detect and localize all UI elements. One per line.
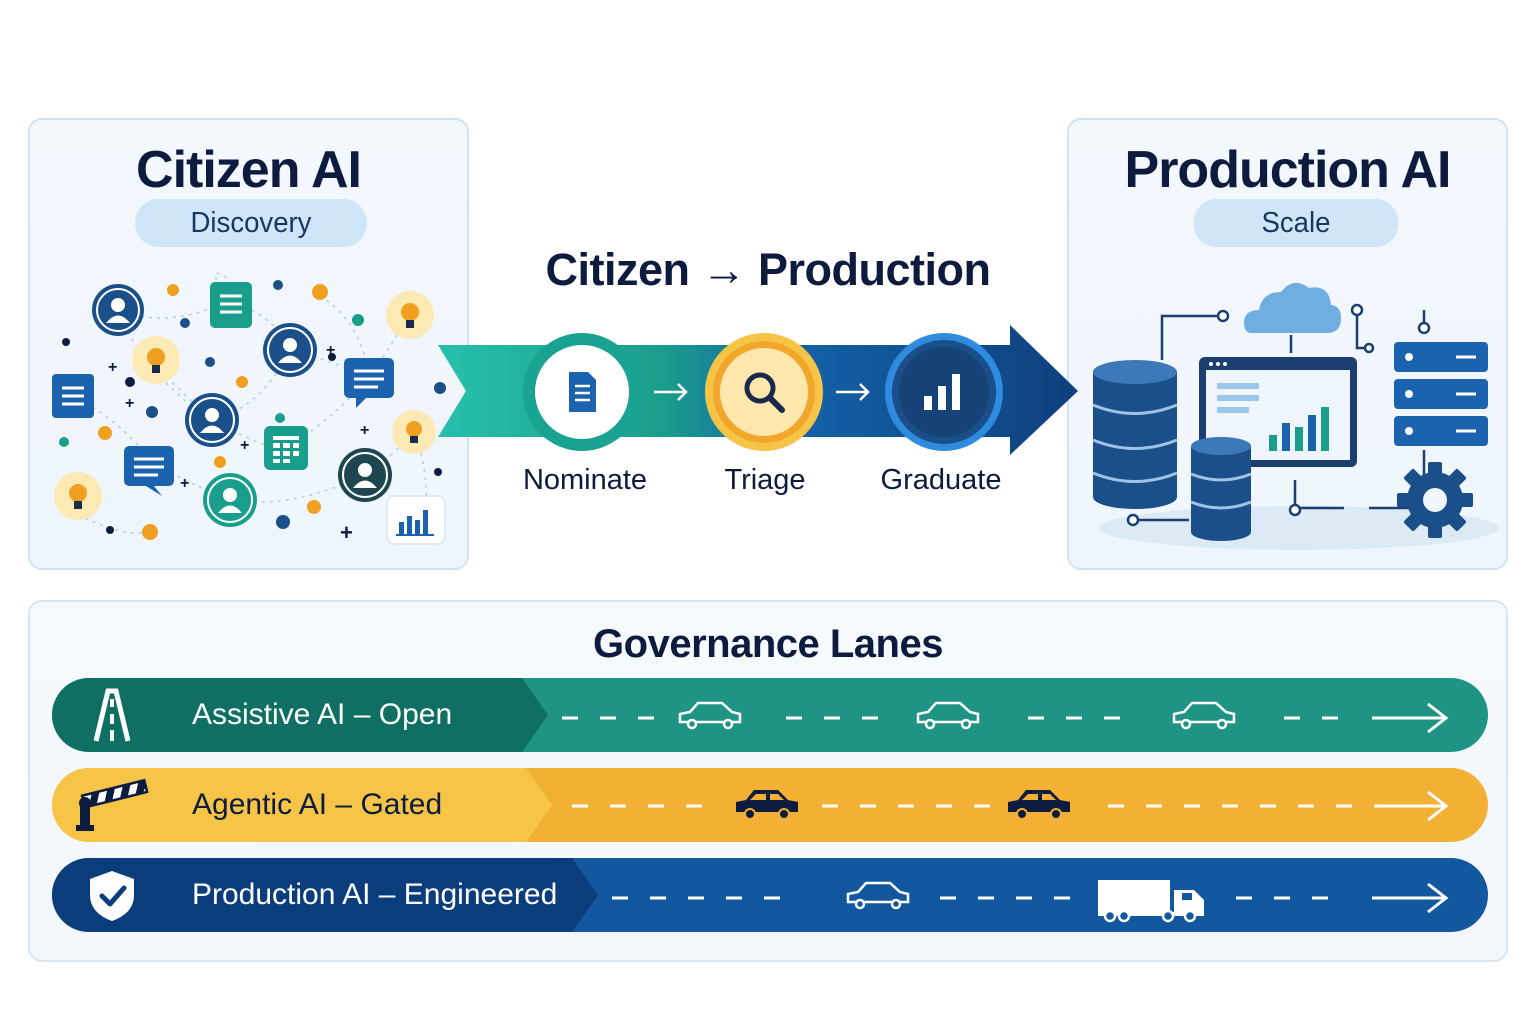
nominate-step-node[interactable] [523, 333, 641, 451]
lane-assistive-ai[interactable]: Assistive AI – Open [52, 678, 1488, 752]
lightbulb-icon [392, 410, 436, 454]
car-icon [846, 881, 910, 910]
triage-label: Triage [724, 464, 806, 496]
svg-text:+: + [108, 359, 117, 376]
shield-check-icon [90, 871, 134, 921]
promotion-flow-arrow [438, 325, 1078, 455]
car-icon [678, 701, 742, 730]
production-ai-panel: Production AI Scale [1067, 118, 1508, 570]
production-ai-title: Production AI [1124, 141, 1452, 199]
svg-text:+: + [180, 475, 189, 492]
document-icon [210, 282, 252, 328]
car-icon [1008, 790, 1070, 820]
lane-road-markings [52, 768, 1449, 842]
barrier-gate-icon [76, 778, 149, 831]
user-avatar-icon [185, 393, 239, 447]
arrow-right-icon [1427, 702, 1449, 734]
scale-badge: Scale [1193, 199, 1399, 247]
network-plus-marks: + + + + + + + [108, 342, 369, 545]
citizen-network-illustration: + + + + + + + [52, 272, 446, 545]
lane-head-shape [52, 678, 548, 752]
citizen-ai-title: Citizen AI [136, 141, 362, 199]
governance-lanes-panel: Governance Lanes [28, 600, 1508, 962]
document-icon [569, 372, 596, 412]
nominate-label: Nominate [522, 464, 648, 496]
lane-production-ai[interactable]: Production AI – Engineered [52, 858, 1488, 932]
database-icon [1190, 437, 1252, 541]
cloud-icon [1244, 282, 1341, 333]
lane-road-markings [52, 858, 1449, 932]
user-avatar-icon [203, 473, 257, 527]
arrow-right-icon [654, 383, 688, 401]
car-icon [1172, 701, 1236, 730]
production-infrastructure-illustration [1092, 282, 1499, 550]
car-icon [916, 701, 980, 730]
server-rack-icon [1394, 342, 1488, 446]
magnifier-icon [744, 372, 785, 413]
discovery-badge: Discovery [135, 199, 367, 247]
arrow-right-icon [836, 383, 870, 401]
triage-step-node[interactable] [705, 333, 823, 451]
lane-agentic-ai[interactable]: Agentic AI – Gated [52, 768, 1488, 842]
graduate-label: Graduate [880, 464, 1002, 496]
flow-title: Citizen → Production [545, 244, 992, 295]
truck-icon [1098, 880, 1204, 923]
database-icon [1092, 360, 1178, 509]
spreadsheet-icon [264, 426, 308, 470]
gear-icon [1397, 462, 1473, 538]
connector-nodes [1126, 303, 1431, 527]
lightbulb-icon [386, 291, 434, 339]
arrow-right-icon [1427, 882, 1449, 914]
bar-chart-icon [386, 495, 446, 545]
lane-production-label: Production AI – Engineered [192, 878, 558, 911]
road-icon [93, 688, 131, 742]
arrow-right-icon [1427, 790, 1449, 822]
car-icon [736, 790, 798, 820]
bar-chart-icon [924, 374, 960, 410]
network-dots [59, 280, 446, 540]
user-avatar-icon [92, 284, 144, 336]
svg-text:+: + [360, 422, 369, 439]
lane-road-markings [52, 678, 1449, 752]
svg-text:+: + [240, 437, 249, 454]
lane-head-shape [52, 768, 552, 842]
graduate-step-node[interactable] [885, 333, 1003, 451]
chat-icon [124, 446, 174, 496]
lightbulb-icon [54, 472, 102, 520]
user-avatar-icon [263, 323, 317, 377]
citizen-ai-panel: + + + + + + + [28, 118, 469, 570]
svg-text:+: + [340, 520, 353, 545]
svg-text:+: + [326, 342, 335, 359]
lane-head-shape [52, 858, 598, 932]
svg-text:+: + [125, 395, 134, 412]
chat-icon [344, 358, 394, 408]
governance-lanes-title: Governance Lanes [593, 622, 943, 666]
document-icon [52, 374, 94, 418]
user-avatar-icon [338, 448, 392, 502]
lightbulb-icon [132, 336, 180, 384]
lane-assistive-label: Assistive AI – Open [192, 698, 453, 731]
lane-agentic-label: Agentic AI – Gated [192, 788, 443, 821]
